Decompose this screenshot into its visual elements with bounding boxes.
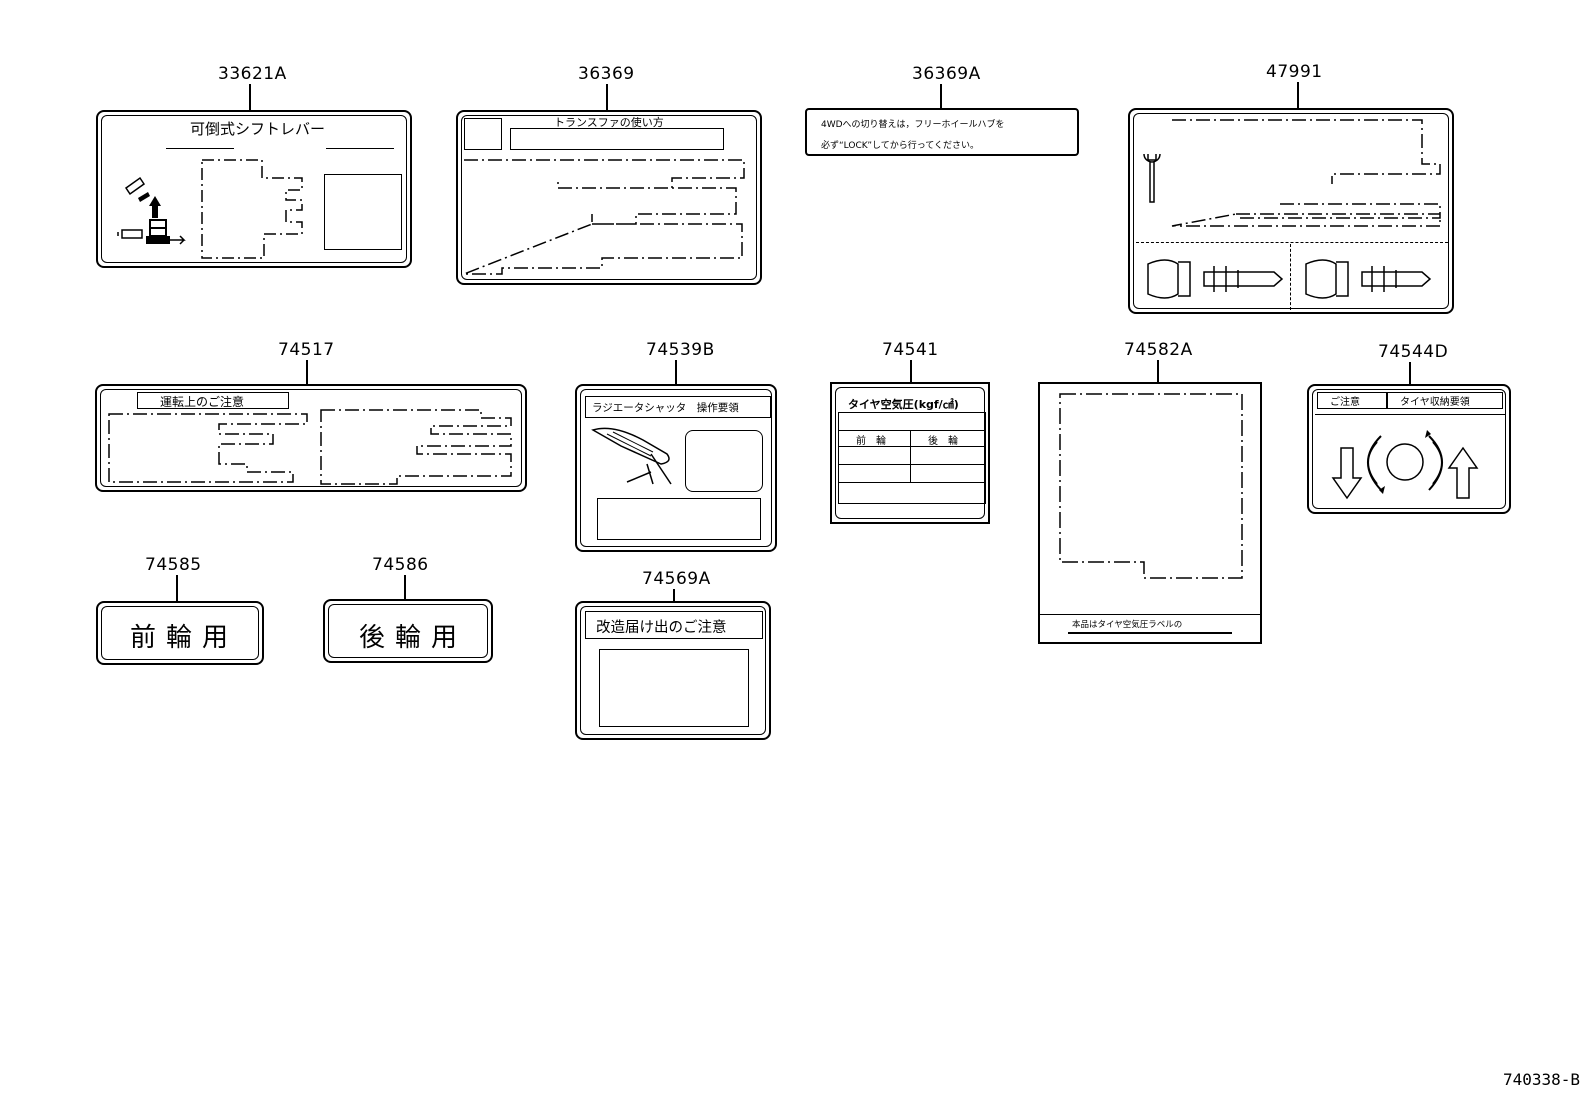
label-title: 可倒式シフトレバー — [190, 120, 326, 138]
tab-label: タイヤ収納要領 — [1400, 397, 1470, 408]
part-number-74586: 74586 — [372, 555, 429, 575]
wrench-icon — [1143, 153, 1161, 203]
title-box: 運転上のご注意 — [137, 392, 289, 409]
label-tire-storage: ご注意 タイヤ収納要領 — [1307, 384, 1511, 514]
tab-caution: ご注意 — [1317, 392, 1387, 409]
text-box — [597, 498, 761, 540]
image-box — [685, 430, 763, 492]
drawing-code: 740338-B — [1502, 1070, 1580, 1089]
label-rear-wheel: 後輪用 — [323, 599, 493, 663]
tab-storage: タイヤ収納要領 — [1387, 392, 1503, 409]
part-number-74582A: 74582A — [1124, 340, 1193, 360]
label-front-wheel: 前輪用 — [96, 601, 264, 665]
label-text: 前輪用 — [130, 623, 239, 653]
tire-storage-arrows-icon — [1331, 430, 1479, 500]
stepped-outline — [1171, 119, 1441, 227]
label-tire-pressure: タイヤ空気圧(kgf/㎠) 前 輪 後 輪 — [830, 382, 990, 524]
column-header-rear: 後 輪 — [928, 436, 958, 447]
leader-line — [1157, 360, 1159, 382]
header-bar — [510, 128, 724, 150]
label-transfer-usage: トランスファの使い方 — [456, 110, 762, 285]
divider — [1136, 242, 1448, 243]
leader-line — [176, 575, 178, 601]
label-driving-caution: 運転上のご注意 — [95, 384, 527, 492]
leader-line — [404, 575, 406, 599]
title-box: 改造届け出のご注意 — [585, 611, 763, 639]
stepped-outline — [108, 409, 512, 485]
shift-lever-icon — [117, 176, 186, 245]
stepped-outline — [201, 159, 303, 259]
label-modification-caution: 改造届け出のご注意 — [575, 601, 771, 740]
part-number-74585: 74585 — [145, 555, 202, 575]
divider — [838, 482, 986, 483]
part-number-74569A: 74569A — [642, 569, 711, 589]
divider — [1315, 414, 1505, 415]
label-hub-maintenance — [1128, 108, 1454, 314]
image-box — [464, 118, 502, 150]
divider — [166, 148, 234, 149]
divider — [326, 148, 394, 149]
label-title: 運転上のご注意 — [160, 395, 245, 409]
part-number-36369: 36369 — [578, 64, 635, 84]
part-number-33621A: 33621A — [218, 64, 287, 84]
label-freewheel-hub: 4WDへの切り替えは，フリーホイールハブを 必ず“LOCK”してから行ってくださ… — [805, 108, 1079, 156]
part-number-74517: 74517 — [278, 340, 335, 360]
divider — [1040, 614, 1260, 615]
label-title: 改造届け出のご注意 — [596, 620, 727, 636]
stepped-outline — [1059, 393, 1243, 579]
part-number-36369A: 36369A — [912, 64, 981, 84]
leader-line — [1409, 362, 1411, 384]
label-tire-pressure-backing: 本品はタイヤ空気圧ラベルの — [1038, 382, 1262, 644]
label-title: タイヤ空気圧(kgf/㎠) — [848, 398, 959, 411]
label-line: 4WDへの切り替えは，フリーホイールハブを — [821, 120, 1005, 130]
column-divider — [910, 430, 911, 482]
label-shift-lever: 可倒式シフトレバー — [96, 110, 412, 268]
part-number-74541: 74541 — [882, 340, 939, 360]
leader-line — [673, 589, 675, 601]
leader-line — [306, 360, 308, 384]
label-radiator-shutter: ラジエータシャッタ 操作要領 — [575, 384, 777, 552]
part-number-74539B: 74539B — [646, 340, 715, 360]
radiator-hand-icon — [591, 427, 672, 485]
label-title: ラジエータシャッタ 操作要領 — [592, 402, 739, 414]
part-number-47991: 47991 — [1266, 62, 1323, 82]
divider — [838, 464, 986, 465]
leader-line — [910, 360, 912, 382]
tab-label: ご注意 — [1330, 397, 1360, 408]
leader-line — [606, 84, 608, 110]
leader-line — [940, 84, 942, 108]
divider — [838, 430, 986, 431]
leader-line — [1297, 82, 1299, 108]
part-number-74544D: 74544D — [1378, 342, 1449, 362]
label-line: 必ず“LOCK”してから行ってください。 — [821, 141, 980, 151]
stepped-outline — [463, 159, 745, 275]
text-box — [599, 649, 749, 727]
column-header-front: 前 輪 — [856, 436, 886, 447]
label-text: 後輪用 — [359, 623, 468, 653]
label-title: トランスファの使い方 — [554, 116, 664, 129]
underline — [1068, 632, 1232, 634]
label-note: 本品はタイヤ空気圧ラベルの — [1072, 620, 1183, 630]
wheel-hub-icon — [1147, 259, 1284, 299]
image-box — [324, 174, 402, 250]
divider — [838, 446, 986, 447]
leader-line — [249, 84, 251, 110]
leader-line — [675, 360, 677, 384]
divider — [1290, 244, 1291, 310]
wheel-hub-icon — [1305, 259, 1432, 299]
title-box: ラジエータシャッタ 操作要領 — [585, 396, 771, 418]
pressure-table — [838, 412, 986, 504]
